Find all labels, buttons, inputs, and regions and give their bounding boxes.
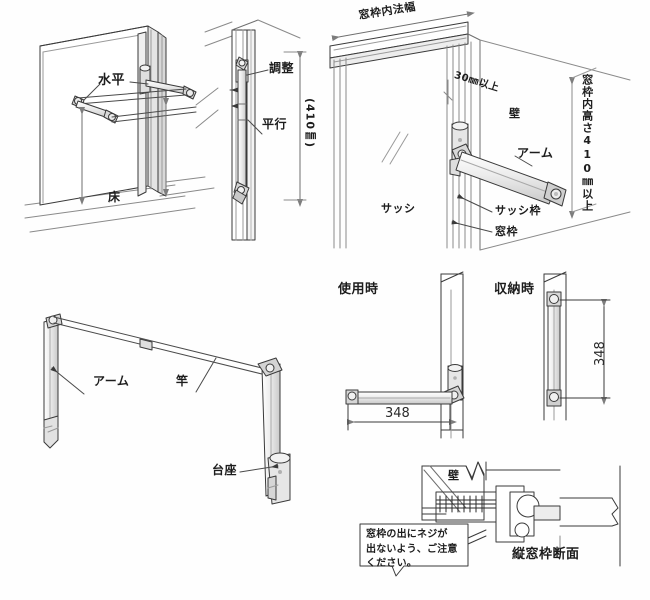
label-sash-frame: サッシ枠 [495,204,541,217]
label-wall: 壁 [509,107,521,120]
panel-top-mid-geometry [195,19,307,241]
callout-line-2: 出ないよう、ご注意 [366,543,458,555]
label-horizontal: 水平 [98,73,126,88]
label-window-frame: 窓枠 [495,225,518,238]
label-state-stored: 収納時 [494,282,535,297]
label-floor: 床 [108,190,121,204]
label-section-caption: 縦窓枠断面 [512,547,580,562]
label-base-mount: 台座 [212,463,238,477]
panel-top-right-geometry [329,11,631,251]
label-dimension-348-inuse: 348 [385,406,410,421]
panel-cross-section-geometry [359,461,621,577]
panel-bottom-left-geometry [43,313,291,505]
panel-bottom-right-geometry [543,271,611,421]
label-dimension-348-stored: 348 [593,341,608,366]
label-arm-detail: アーム [517,146,554,160]
callout-warning: 窓枠の出にネジが 出ないよう、ご注意 ください。 [366,528,470,572]
panel-bottom-mid-geometry [345,271,465,439]
label-sash: サッシ [381,202,416,215]
label-dimension-410: (410㎜) [303,98,317,149]
callout-line-1: 窓枠の出にネジが [366,529,448,540]
label-frame-inner-height: 窓枠内高さ410㎜以上 [580,74,594,212]
label-wall-section: 壁 [448,469,460,482]
label-parallel: 平行 [262,117,288,131]
label-pole: 竿 [176,374,189,388]
callout-line-3: ください。 [366,558,417,569]
label-arm-product: アーム [93,374,130,388]
label-state-in-use: 使用時 [338,282,379,297]
label-adjustment: 調整 [269,61,295,75]
panel-top-left-geometry [24,25,215,233]
